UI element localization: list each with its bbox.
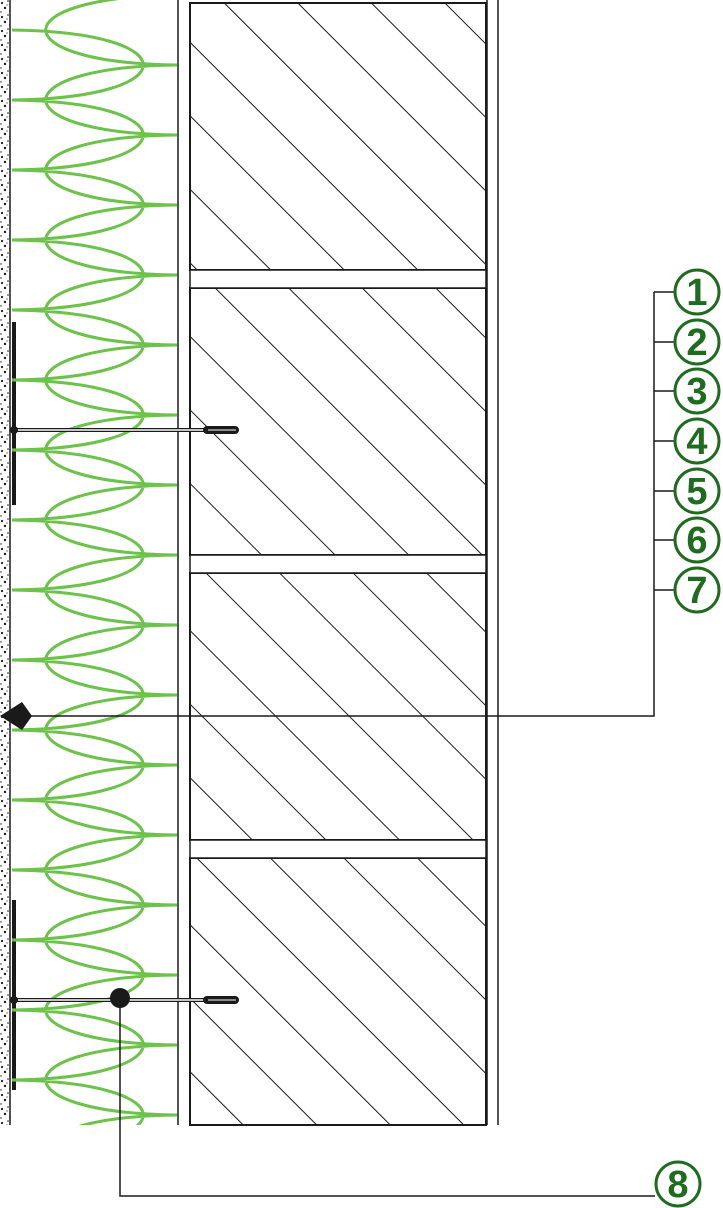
callout-label: 8	[667, 1164, 688, 1206]
callout-6: 6	[673, 516, 721, 564]
callout-label: 2	[686, 322, 707, 364]
callout-label: 5	[686, 471, 707, 513]
callout-label: 7	[686, 570, 707, 612]
callout-3: 3	[673, 367, 721, 415]
leader-1-7	[0, 291, 674, 730]
mortar-joint	[189, 554, 487, 574]
masonry-wall	[189, 2, 487, 1126]
callout-label: 6	[686, 520, 707, 562]
callout-1: 1	[673, 268, 721, 316]
callout-8: 8	[654, 1160, 702, 1208]
masonry-block	[189, 572, 487, 841]
callout-label: 4	[686, 421, 707, 463]
insulation-wave-icon	[12, 0, 177, 1125]
callout-5: 5	[673, 467, 721, 515]
callout-2: 2	[673, 318, 721, 366]
mortar-joint	[189, 839, 487, 859]
wall-anchor-icon	[10, 426, 239, 434]
mortar-joint	[189, 269, 487, 289]
callout-label: 1	[686, 272, 707, 314]
callout-4: 4	[673, 417, 721, 465]
wall-anchor-icon	[10, 996, 239, 1004]
callout-7: 7	[673, 566, 721, 614]
callout-label: 3	[686, 371, 707, 413]
insulation-wave	[12, 0, 177, 1125]
masonry-block	[189, 857, 487, 1126]
leader-8	[110, 988, 655, 1197]
render-layer	[0, 0, 10, 1125]
masonry-block	[189, 287, 487, 556]
leader-arrow-icon	[0, 702, 32, 730]
masonry-block	[189, 2, 487, 271]
